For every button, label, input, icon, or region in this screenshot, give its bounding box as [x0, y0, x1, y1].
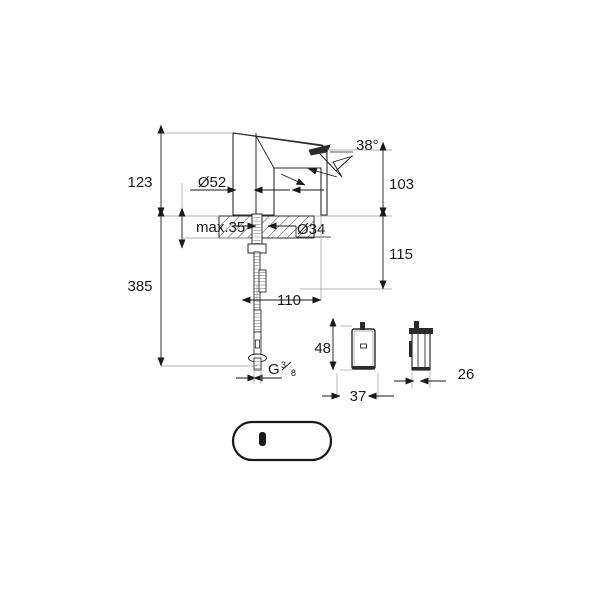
face-leader-upper	[280, 173, 306, 186]
dim-box-width: 37	[322, 373, 394, 405]
spout-top-edge	[232, 132, 331, 148]
power-box-body	[351, 328, 376, 370]
dim-label-max35: max.35	[196, 219, 245, 236]
faucet-main-view	[218, 132, 331, 371]
mounting-shank	[247, 213, 267, 371]
dim-label-385: 385	[127, 278, 152, 295]
dim-label-110: 110	[277, 292, 301, 309]
dim-label-26: 26	[458, 366, 475, 383]
dim-projection: 110	[241, 216, 322, 309]
power-box-side-gland	[414, 321, 419, 329]
dim-label-115: 115	[389, 246, 413, 263]
shank-threads	[253, 215, 261, 245]
dim-label-thread-denominator: 8	[291, 368, 296, 378]
dim-max-counter-thickness: max.35	[178, 207, 257, 249]
dim-box-depth: 26	[394, 366, 474, 388]
dim-spout-diameter: Ø52	[181, 174, 290, 216]
spout-nose-line	[308, 149, 328, 153]
power-box-base-plate	[352, 366, 375, 370]
dim-label-d52: Ø52	[198, 174, 226, 191]
spout-inner-slope	[255, 135, 275, 169]
right-dimension-chain: 103 115	[300, 141, 414, 290]
spout-outline	[232, 132, 328, 216]
dim-shank-diameter: Ø34	[267, 221, 331, 238]
power-box-side-base	[412, 367, 430, 370]
left-dimension-chain: 123 385	[127, 124, 257, 367]
dim-label-103: 103	[389, 176, 414, 193]
dim-label-thread-prefix: G	[268, 361, 280, 378]
dim-thread-size: G 3 8	[236, 360, 296, 384]
dim-label-thread-numerator: 3	[281, 360, 286, 370]
power-box-side-view	[409, 321, 433, 371]
remote-body-outline	[231, 420, 333, 462]
remote-sensor-view	[231, 420, 333, 462]
hose-clip	[255, 339, 260, 349]
angle-leader-c	[307, 167, 338, 178]
thread-end-texture	[254, 359, 261, 370]
remote-sensor-window	[259, 432, 266, 446]
angle-leader-b	[335, 155, 353, 172]
dim-label-37: 37	[350, 388, 367, 405]
power-box-led-window	[360, 343, 367, 349]
dim-label-123: 123	[127, 174, 152, 191]
power-box-side-body	[411, 329, 431, 371]
power-box-front-view	[351, 322, 376, 370]
dim-label-48: 48	[314, 340, 331, 357]
power-box-cable-gland	[360, 322, 365, 330]
power-box-side-top-plate	[409, 328, 433, 334]
fraction-slash	[281, 361, 292, 371]
angle-leader-a	[319, 153, 337, 172]
power-box-side-bracket	[409, 341, 412, 357]
cable-connector-texture	[259, 271, 266, 291]
dim-label-d34: Ø34	[297, 221, 325, 238]
dim-box-height: 48	[314, 317, 352, 371]
supply-tube-texture	[254, 253, 260, 309]
hose-segment-a-texture	[254, 311, 261, 331]
dim-label-38deg: 38°	[356, 137, 379, 154]
counter-section	[218, 215, 315, 239]
